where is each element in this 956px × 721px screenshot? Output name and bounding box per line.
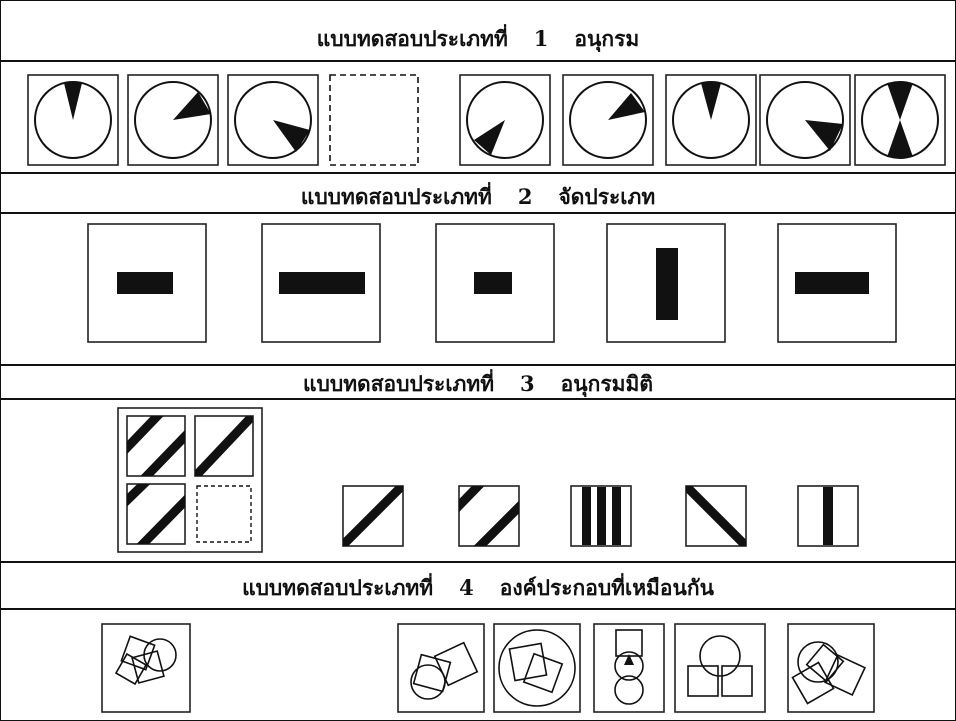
matrix-cell-2: [190, 410, 258, 482]
section-4-header: แบบทดสอบประเภทที่ 4 องค์ประกอบที่เหมือนกัน: [0, 577, 956, 598]
section-3-number: 3: [520, 373, 535, 394]
class-item-1: [88, 224, 206, 342]
class-item-3: [436, 224, 554, 342]
common-choice-4: [675, 624, 765, 712]
section-2-top-divider: [0, 172, 956, 174]
matrix-cell-1: [117, 406, 195, 486]
section-3-name: อนุกรมมิติ: [561, 373, 653, 394]
matrix-choice-3: [571, 486, 631, 546]
series-answer-slot: [330, 75, 418, 165]
section-4-name: องค์ประกอบที่เหมือนกัน: [500, 577, 714, 598]
matrix-choice-1: [338, 480, 408, 550]
section-1-prefix: แบบทดสอบประเภทที่: [317, 28, 508, 49]
section-3-top-divider: [0, 364, 956, 366]
section-4-top-divider: [0, 561, 956, 563]
section-1-number: 1: [534, 28, 549, 49]
series-choice-3: [666, 75, 756, 165]
common-problem: [102, 624, 190, 712]
class-item-5: [778, 224, 896, 342]
matrix-choice-5: [798, 486, 858, 546]
section-2-prefix: แบบทดสอบประเภทที่: [301, 186, 492, 207]
class-item-4: [607, 224, 725, 342]
section-1-header: แบบทดสอบประเภทที่ 1 อนุกรม: [0, 28, 956, 49]
section-2-header: แบบทดสอบประเภทที่ 2 จัดประเภท: [0, 186, 956, 207]
matrix-figures: [0, 400, 956, 560]
section-3-header: แบบทดสอบประเภทที่ 3 อนุกรมมิติ: [0, 373, 956, 394]
common-choice-5: [788, 624, 874, 712]
series-choice-4: [760, 75, 850, 165]
common-choice-3: [594, 624, 664, 712]
matrix-choice-4: [681, 481, 751, 551]
section-2-name: จัดประเภท: [558, 186, 655, 207]
series-problem-3: [228, 75, 318, 165]
series-problem-2: [128, 75, 218, 165]
section-4-number: 4: [459, 577, 474, 598]
common-element-figures: [0, 610, 956, 720]
section-2-number: 2: [518, 186, 533, 207]
class-item-2: [262, 224, 380, 342]
matrix-problem: [117, 406, 262, 552]
matrix-cell-3: [117, 478, 190, 550]
matrix-choice-2: [449, 480, 528, 556]
series-choice-5: [855, 75, 945, 165]
series-problem-1: [28, 75, 118, 165]
common-choice-2: [494, 624, 580, 712]
series-choice-2: [563, 75, 653, 165]
section-3-prefix: แบบทดสอบประเภทที่: [303, 373, 494, 394]
series-choice-1: [460, 75, 550, 165]
matrix-answer-slot: [197, 486, 251, 542]
common-choice-1: [398, 624, 484, 712]
classification-figures: [0, 214, 956, 364]
section-4-prefix: แบบทดสอบประเภทที่: [242, 577, 433, 598]
section-1-name: อนุกรม: [574, 28, 639, 49]
series-figures: [0, 62, 956, 172]
